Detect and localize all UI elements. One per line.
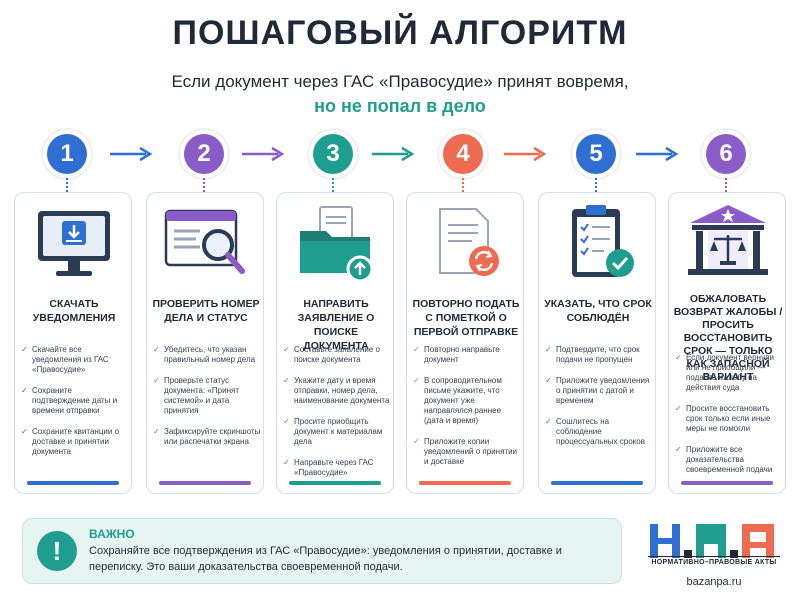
connector-3 bbox=[332, 178, 334, 192]
list-item: ✓Сохраните квитанции о доставке и принят… bbox=[21, 427, 120, 456]
list-item: ✓Приложите копии уведомлений о принятии … bbox=[413, 437, 518, 466]
card-accent-bar bbox=[551, 481, 643, 485]
arrow-right-icon bbox=[636, 146, 678, 162]
step-title: ПРОВЕРИТЬ НОМЕР ДЕЛА И СТАТУС bbox=[152, 298, 260, 324]
step-card-4: ПОВТОРНО ПОДАТЬ С ПОМЕТКОЙ О ПЕРВОЙ ОТПР… bbox=[406, 192, 524, 494]
step-card-5: УКАЗАТЬ, ЧТО СРОК СОБЛЮДЁН ✓Подтвердите,… bbox=[538, 192, 656, 494]
check-icon: ✓ bbox=[153, 427, 160, 436]
connector-6 bbox=[725, 178, 727, 192]
check-icon: ✓ bbox=[283, 345, 290, 354]
step-checklist: ✓Составьте заявление о поиске документа … bbox=[283, 345, 391, 489]
list-item: ✓Подтвердите, что срок подачи не пропуще… bbox=[545, 345, 640, 364]
card-accent-bar bbox=[289, 481, 381, 485]
list-item: ✓Составьте заявление о поиске документа bbox=[283, 345, 380, 364]
list-item: ✓Приложите уведомления о принятии с дато… bbox=[545, 376, 650, 405]
check-icon: ✓ bbox=[413, 376, 420, 385]
step-number-6: 6 bbox=[706, 134, 746, 174]
check-icon: ✓ bbox=[413, 345, 420, 354]
site-link[interactable]: bazanpa.ru bbox=[686, 576, 742, 588]
arrow-right-icon bbox=[504, 146, 546, 162]
list-item: ✓Просите восстановить срок только если и… bbox=[675, 404, 771, 433]
step-card-6: ОБЖАЛОВАТЬ ВОЗВРАТ ЖАЛОБЫ / ПРОСИТЬ ВОСС… bbox=[668, 192, 786, 494]
step-checklist: ✓Убедитесь, что указан правильный номер … bbox=[153, 345, 261, 458]
check-icon: ✓ bbox=[545, 345, 552, 354]
notice-text: Сохраняйте все подтверждения из ГАС «Пра… bbox=[89, 545, 562, 573]
browser-magnifier-icon bbox=[164, 209, 245, 274]
exclamation-icon: ! bbox=[37, 531, 77, 571]
page-subtitle: Если документ через ГАС «Правосудие» при… bbox=[171, 72, 629, 91]
list-item: ✓Просите приобщить документ к материалам… bbox=[283, 417, 383, 446]
check-icon: ✓ bbox=[545, 376, 552, 385]
important-notice: ! ВАЖНО Сохраняйте все подтверждения из … bbox=[22, 518, 622, 584]
check-icon: ✓ bbox=[675, 445, 682, 454]
step-number-2: 2 bbox=[184, 134, 224, 174]
arrow-right-icon bbox=[372, 146, 414, 162]
step-title: УКАЗАТЬ, ЧТО СРОК СОБЛЮДЁН bbox=[544, 298, 652, 324]
logo-caption: НОРМАТИВНО–ПРАВОВЫЕ АКТЫ bbox=[648, 556, 780, 566]
step-checklist: ✓Скачайте все уведомления из ГАС «Правос… bbox=[21, 345, 129, 468]
step-card-2: ПРОВЕРИТЬ НОМЕР ДЕЛА И СТАТУС ✓Убедитесь… bbox=[146, 192, 264, 494]
list-item: ✓Проверьте статус документа: «Принят сис… bbox=[153, 376, 239, 415]
step-card-3: НАПРАВИТЬ ЗАЯВЛЕНИЕ О ПОИСКЕ ДОКУМЕНТА ✓… bbox=[276, 192, 394, 494]
folder-upload-icon bbox=[300, 206, 374, 283]
check-icon: ✓ bbox=[545, 417, 552, 426]
page-subtitle-highlight: но не попал в дело bbox=[314, 96, 486, 116]
step-title: ПОВТОРНО ПОДАТЬ С ПОМЕТКОЙ О ПЕРВОЙ ОТПР… bbox=[412, 298, 520, 338]
list-item: ✓Зафиксируйте скриншоты или распечатки э… bbox=[153, 427, 261, 446]
check-icon: ✓ bbox=[675, 404, 682, 413]
step-card-1: СКАЧАТЬ УВЕДОМЛЕНИЯ ✓Скачайте все уведом… bbox=[14, 192, 132, 494]
step-title: ОБЖАЛОВАТЬ ВОЗВРАТ ЖАЛОБЫ / ПРОСИТЬ ВОСС… bbox=[673, 293, 783, 383]
step-title: НАПРАВИТЬ ЗАЯВЛЕНИЕ О ПОИСКЕ ДОКУМЕНТА bbox=[297, 298, 375, 352]
arrow-right-icon bbox=[242, 146, 284, 162]
list-item: ✓Убедитесь, что указан правильный номер … bbox=[153, 345, 256, 364]
card-accent-bar bbox=[419, 481, 511, 485]
step-number-4: 4 bbox=[443, 134, 483, 174]
list-item: ✓Повторно направьте документ bbox=[413, 345, 500, 364]
step-checklist: ✓Подтвердите, что срок подачи не пропуще… bbox=[545, 345, 653, 458]
list-item: ✓Укажите дату и время отправки, номер де… bbox=[283, 376, 390, 405]
step-number-5: 5 bbox=[576, 134, 616, 174]
check-icon: ✓ bbox=[153, 345, 160, 354]
check-icon: ✓ bbox=[153, 376, 160, 385]
step-number-1: 1 bbox=[47, 134, 87, 174]
step-checklist: ✓Повторно направьте документ ✓В сопровод… bbox=[413, 345, 521, 478]
check-icon: ✓ bbox=[283, 417, 290, 426]
list-item: ✓Если документ вернули или не приобщили … bbox=[675, 353, 774, 392]
page-title: ПОШАГОВЫЙ АЛГОРИТМ bbox=[172, 14, 628, 52]
card-accent-bar bbox=[27, 481, 119, 485]
card-accent-bar bbox=[681, 481, 773, 485]
check-icon: ✓ bbox=[21, 427, 28, 436]
arrow-right-icon bbox=[110, 146, 152, 162]
npa-logo bbox=[650, 524, 774, 558]
monitor-download-icon bbox=[38, 211, 110, 276]
list-item: ✓Направьте через ГАС «Правосудие» bbox=[283, 458, 374, 477]
courthouse-scales-icon bbox=[688, 205, 768, 275]
connector-2 bbox=[203, 178, 205, 192]
document-refresh-icon bbox=[439, 208, 499, 276]
connector-5 bbox=[595, 178, 597, 192]
check-icon: ✓ bbox=[283, 376, 290, 385]
step-title: СКАЧАТЬ УВЕДОМЛЕНИЯ bbox=[32, 298, 116, 324]
card-accent-bar bbox=[159, 481, 251, 485]
check-icon: ✓ bbox=[413, 437, 420, 446]
check-icon: ✓ bbox=[675, 353, 682, 362]
notice-heading: ВАЖНО bbox=[89, 527, 135, 541]
list-item: ✓Сошлитесь на соблюдение процессуальных … bbox=[545, 417, 645, 446]
check-icon: ✓ bbox=[21, 386, 28, 395]
connector-1 bbox=[66, 178, 68, 192]
connector-4 bbox=[462, 178, 464, 192]
list-item: ✓Приложите все доказательства своевремен… bbox=[675, 445, 773, 474]
list-item: ✓В сопроводительном письме укажите, что … bbox=[413, 376, 502, 425]
step-checklist: ✓Если документ вернули или не приобщили … bbox=[675, 353, 783, 486]
check-icon: ✓ bbox=[21, 345, 28, 354]
step-number-3: 3 bbox=[313, 134, 353, 174]
check-icon: ✓ bbox=[283, 458, 290, 467]
clipboard-check-icon bbox=[572, 205, 634, 277]
list-item: ✓Скачайте все уведомления из ГАС «Правос… bbox=[21, 345, 109, 374]
list-item: ✓Сохраните подтверждение даты и времени … bbox=[21, 386, 118, 415]
